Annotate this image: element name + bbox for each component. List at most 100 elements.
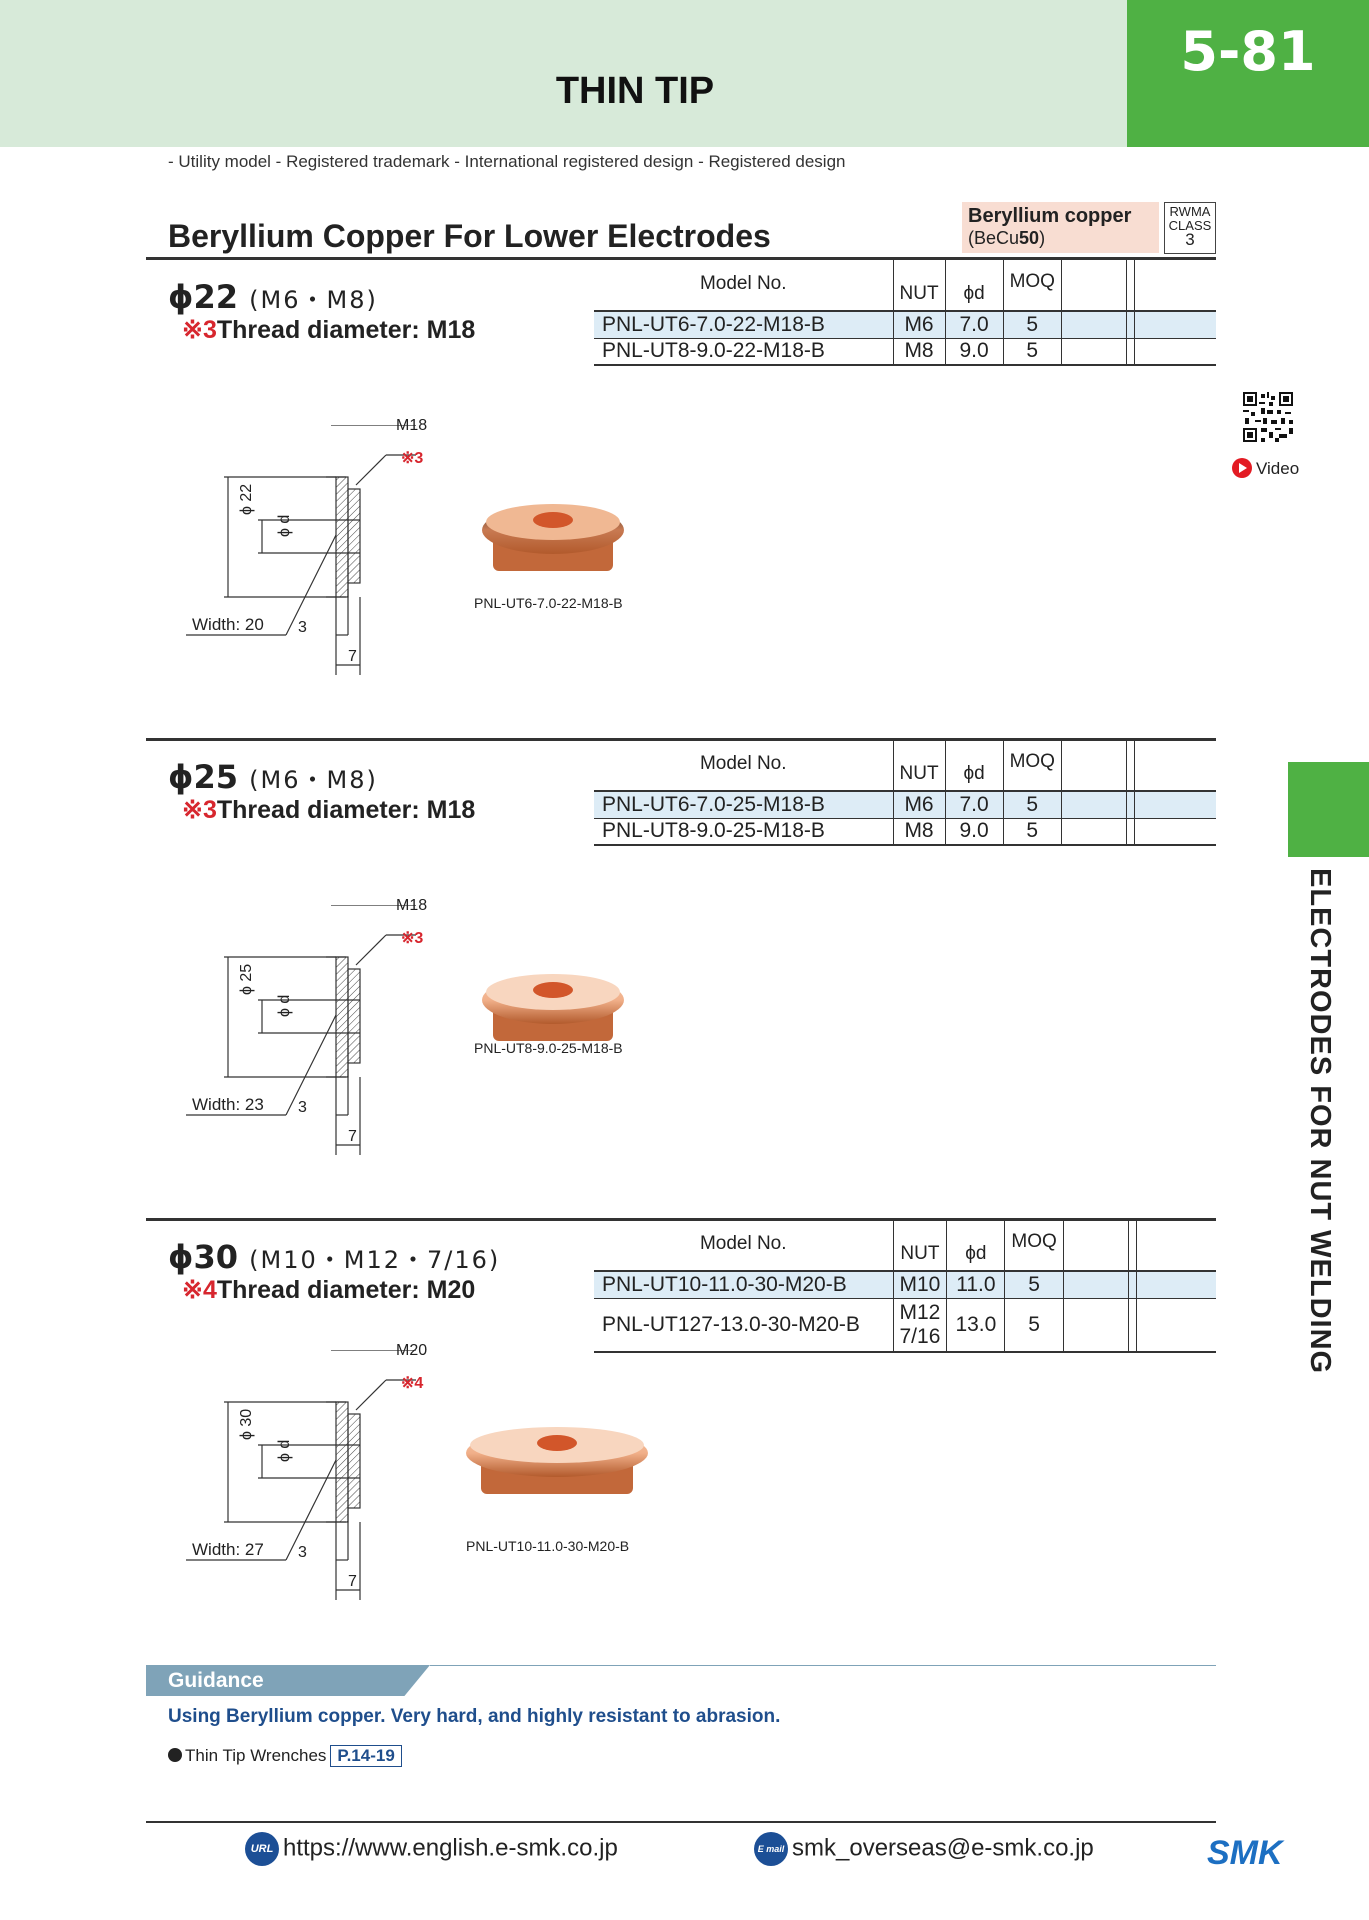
col-d: ϕd	[944, 259, 1004, 312]
width-label: Width: 27	[192, 1540, 264, 1559]
bullet-icon	[168, 1748, 182, 1762]
nut-size: M8	[892, 818, 946, 846]
spec-table: Model No. NUT ϕd MOQ PNL-UT6-7.0-25-M18-…	[594, 739, 1216, 846]
email-text: smk_overseas@e-smk.co.jp	[792, 1834, 1094, 1862]
wrench-page-link[interactable]: P.14-19	[330, 1745, 402, 1767]
moq: 5	[1002, 338, 1062, 366]
col-nut: NUT	[892, 259, 946, 312]
section-diameter-heading: ϕ22 (M6・M8)	[168, 278, 378, 316]
inner-diameter-label: ϕ d	[276, 514, 293, 537]
phi-d: 7.0	[944, 311, 1004, 339]
guidance-tab: Guidance	[146, 1665, 430, 1696]
section-thread: ※3Thread diameter: M18	[182, 796, 476, 824]
thread-label: M18	[396, 897, 428, 914]
product-photo	[482, 504, 624, 571]
wrench-label: Thin Tip Wrenches	[185, 1746, 327, 1765]
moq: 5	[1002, 311, 1062, 339]
phi-d: 11.0	[946, 1271, 1005, 1299]
phi-d: 7.0	[944, 791, 1004, 819]
inner-diameter-label: ϕ d	[276, 994, 293, 1017]
footer-rule	[146, 1821, 1216, 1823]
url-badge-icon: URL	[245, 1832, 279, 1866]
width-label: Width: 20	[192, 615, 264, 634]
table-row: PNL-UT8-9.0-22-M18-B M8 9.0 5	[594, 338, 1216, 366]
video-link[interactable]: Video	[1232, 458, 1299, 479]
model-number: PNL-UT6-7.0-25-M18-B	[594, 791, 893, 819]
table-row: PNL-UT8-9.0-25-M18-B M8 9.0 5	[594, 818, 1216, 846]
phi-d: 13.0	[946, 1298, 1005, 1353]
guidance-rule	[430, 1665, 1216, 1666]
table-header-row: Model No. NUT ϕd MOQ	[594, 259, 1216, 312]
outer-diameter-label: ϕ 30	[238, 1408, 255, 1440]
nut-size: M8	[892, 338, 946, 366]
phi-d: 9.0	[944, 338, 1004, 366]
email-badge-icon: E mail	[754, 1832, 788, 1866]
nut-size: M10	[892, 1271, 947, 1299]
product-photo	[482, 974, 624, 1041]
table-row: PNL-UT6-7.0-25-M18-B M6 7.0 5	[594, 791, 1216, 819]
svg-text:SMK: SMK	[1207, 1836, 1285, 1868]
play-icon	[1232, 458, 1252, 478]
material-box: Beryllium copper (BeCu50)	[962, 202, 1159, 253]
side-tab-label: ELECTRODES FOR NUT WELDING	[1304, 868, 1336, 1375]
header-band	[0, 0, 1127, 147]
col-nut: NUT	[892, 1219, 947, 1272]
outer-diameter-label: ϕ 25	[238, 963, 255, 995]
nut-size: M6	[892, 791, 946, 819]
table-row: PNL-UT10-11.0-30-M20-B M10 11.0 5	[594, 1271, 1216, 1299]
section-diameter-heading: ϕ25 (M6・M8)	[168, 758, 378, 796]
dim-7: 7	[348, 1128, 357, 1145]
nut-size: M6	[892, 311, 946, 339]
side-tab-block	[1288, 762, 1369, 857]
section-diameter-heading: ϕ30 (M10・M12・7/16)	[168, 1238, 501, 1276]
technical-drawing	[186, 425, 416, 675]
section-title: Beryllium Copper For Lower Electrodes	[168, 218, 771, 254]
model-number: PNL-UT8-9.0-25-M18-B	[594, 818, 893, 846]
material-sub: (BeCu50)	[968, 228, 1046, 248]
url-text: https://www.english.e-smk.co.jp	[283, 1834, 618, 1862]
dim-3: 3	[298, 1099, 307, 1116]
thread-label: M18	[396, 417, 428, 434]
col-model: Model No.	[594, 1219, 893, 1272]
col-d: ϕd	[944, 739, 1004, 792]
dim-7: 7	[348, 1573, 357, 1590]
thread-mark: ※4	[401, 1375, 424, 1392]
section-thread: ※3Thread diameter: M18	[182, 316, 476, 344]
col-moq: MOQ	[1002, 739, 1062, 792]
technical-drawing	[186, 905, 416, 1155]
model-number: PNL-UT8-9.0-22-M18-B	[594, 338, 893, 366]
photo-caption: PNL-UT8-9.0-25-M18-B	[474, 1040, 623, 1056]
guidance-text: Using Beryllium copper. Very hard, and h…	[168, 1706, 781, 1727]
col-model: Model No.	[594, 259, 893, 312]
technical-drawing	[186, 1350, 416, 1600]
thread-mark: ※3	[401, 450, 424, 467]
material-name: Beryllium copper	[968, 205, 1132, 227]
spec-table: Model No. NUT ϕd MOQ PNL-UT10-11.0-30-M2…	[594, 1219, 1216, 1353]
thread-mark: ※3	[401, 930, 424, 947]
title-rule	[146, 257, 1216, 260]
qr-code-icon[interactable]	[1243, 392, 1293, 442]
moq: 5	[1002, 791, 1062, 819]
dim-3: 3	[298, 619, 307, 636]
video-label: Video	[1256, 459, 1300, 478]
guidance-tab-label: Guidance	[168, 1669, 264, 1692]
dim-3: 3	[298, 1544, 307, 1561]
phi-d: 9.0	[944, 818, 1004, 846]
spec-table: Model No. NUT ϕd MOQ PNL-UT6-7.0-22-M18-…	[594, 259, 1216, 366]
col-nut: NUT	[892, 739, 946, 792]
col-d: ϕd	[946, 1219, 1005, 1272]
table-header-row: Model No. NUT ϕd MOQ	[594, 1219, 1216, 1272]
col-moq: MOQ	[1004, 1219, 1064, 1272]
model-number: PNL-UT10-11.0-30-M20-B	[594, 1271, 893, 1299]
photo-caption: PNL-UT10-11.0-30-M20-B	[466, 1538, 630, 1554]
photo-caption: PNL-UT6-7.0-22-M18-B	[474, 595, 623, 611]
rwma-class-badge: RWMA CLASS 3	[1164, 202, 1216, 254]
outer-diameter-label: ϕ 22	[238, 483, 255, 515]
table-header-row: Model No. NUT ϕd MOQ	[594, 739, 1216, 792]
col-model: Model No.	[594, 739, 893, 792]
